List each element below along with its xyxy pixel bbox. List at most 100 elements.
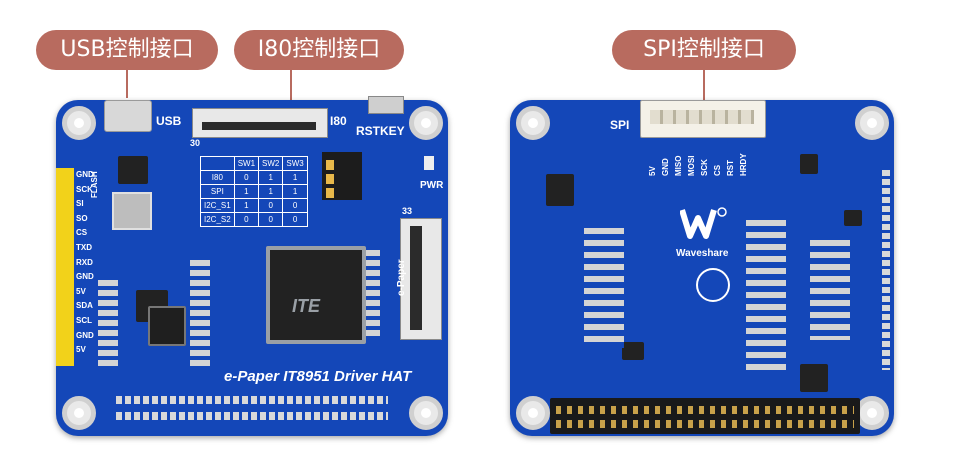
table-cell: SW2 xyxy=(258,156,284,171)
flash-chip xyxy=(118,156,148,184)
back-ic-4 xyxy=(622,342,644,360)
usb-connector xyxy=(104,100,152,132)
spi-pin-label: HRDY xyxy=(739,153,748,176)
left-pin-labels: GND SCK SI SO CS TXD RXD GND 5V SDA SCL … xyxy=(76,170,106,360)
table-cell: 1 xyxy=(282,170,308,185)
pin-label: GND xyxy=(76,330,94,340)
front-gpio-pins-row2 xyxy=(116,412,388,420)
spi-pin-label: RST xyxy=(726,160,735,176)
gpio-pin-row-2 xyxy=(556,420,854,428)
front-gpio-pins xyxy=(116,396,388,404)
back-ic-2 xyxy=(800,154,818,174)
spi-pin-label: SCK xyxy=(700,159,709,176)
spi-interface-callout: SPI控制接口 xyxy=(612,30,796,70)
back-gpio-header xyxy=(550,398,860,434)
spi-connector-pins xyxy=(650,110,754,124)
table-cell: I2C_S2 xyxy=(200,212,235,227)
usb-interface-callout: USB控制接口 xyxy=(36,30,218,70)
usb-silk-label: USB xyxy=(156,114,182,128)
back-smd-bank-center xyxy=(746,220,786,370)
spi-pin-label: GND xyxy=(661,158,670,176)
pin-label: 5V xyxy=(76,345,86,355)
table-cell: 1 xyxy=(233,184,260,199)
table-cell: 0 xyxy=(282,198,308,213)
pin-label: CS xyxy=(76,228,88,238)
crystal-oscillator xyxy=(112,192,152,230)
mount-hole-tr xyxy=(409,106,443,140)
dip-switch-lever-1 xyxy=(326,160,334,170)
pin-label: SCK xyxy=(76,184,93,194)
table-row: I80 0 1 1 xyxy=(200,170,308,185)
qc-sticker xyxy=(696,268,730,302)
mount-hole-tl xyxy=(62,106,96,140)
back-pcb-board: SPI 5V GND MISO MOSI SCK CS RST HRDY Wav… xyxy=(510,100,894,436)
table-cell: SW1 xyxy=(233,156,260,171)
table-row: I2C_S2 0 0 0 xyxy=(200,212,308,227)
back-ic-3 xyxy=(844,210,862,226)
table-cell: 0 xyxy=(233,212,260,227)
ite-logo: ITE xyxy=(292,296,321,316)
pin-label: SI xyxy=(76,199,84,209)
pin-label: GND xyxy=(76,170,94,179)
mode-switch-table: SW1 SW2 SW3 I80 0 1 1 SPI 1 1 1 I2C_S1 1… xyxy=(200,156,308,227)
i80-callout-leader xyxy=(290,70,292,112)
smd-components-right xyxy=(366,250,380,340)
spi-pin-labels: 5V GND MISO MOSI SCK CS RST HRDY xyxy=(648,140,768,184)
flash-silk-label: FLASH xyxy=(90,171,99,198)
epaper-silk-label: e-Paper xyxy=(396,259,407,296)
spi-pin-label: CS xyxy=(713,164,722,176)
table-cell: 1 xyxy=(233,198,260,213)
board-title: e-Paper IT8951 Driver HAT xyxy=(224,368,412,385)
mount-hole-tl xyxy=(516,106,550,140)
spi-pin-label: MOSI xyxy=(687,155,696,176)
table-cell: 0 xyxy=(258,198,284,213)
inductor-chip xyxy=(148,306,186,346)
table-cell: 0 xyxy=(233,170,260,185)
pin-label: SO xyxy=(76,213,88,223)
table-cell xyxy=(200,156,235,171)
waveshare-logo-icon xyxy=(679,206,730,242)
i80-silk-label: I80 xyxy=(330,114,347,128)
it8951-controller-chip: ITE xyxy=(266,246,366,344)
pin-label: RXD xyxy=(76,257,93,267)
epaper-fpc-slot xyxy=(410,226,422,330)
table-cell: SPI xyxy=(200,184,235,199)
i80-fpc-slot xyxy=(202,122,316,130)
table-cell: 1 xyxy=(258,184,284,199)
table-cell: 0 xyxy=(258,212,284,227)
pin-label: SDA xyxy=(76,301,93,311)
spi-pin-label: MISO xyxy=(674,155,683,176)
pin-label: GND xyxy=(76,272,94,282)
spi-silk-label: SPI xyxy=(610,118,630,132)
smd-components-left xyxy=(98,280,118,370)
dip-switch-lever-2 xyxy=(326,174,334,184)
table-row: I2C_S1 1 0 0 xyxy=(200,198,308,213)
gpio-pin-row-1 xyxy=(556,406,854,414)
spi-pin-label: 5V xyxy=(648,166,657,176)
mount-hole-br xyxy=(855,396,889,430)
left-pin-header xyxy=(56,168,74,366)
table-row: SPI 1 1 1 xyxy=(200,184,308,199)
table-cell: SW3 xyxy=(282,156,308,171)
pwr-silk-label: PWR xyxy=(420,180,444,191)
usb-callout-leader xyxy=(126,70,128,98)
back-smd-bank-left xyxy=(584,228,624,348)
pin-30-label: 30 xyxy=(190,138,201,148)
mount-hole-bl xyxy=(516,396,550,430)
back-smd-bank-right xyxy=(810,240,850,340)
table-header-row: SW1 SW2 SW3 xyxy=(200,156,308,171)
dip-switch-lever-3 xyxy=(326,188,334,198)
waveshare-brand-label: Waveshare xyxy=(676,248,729,259)
table-cell: 1 xyxy=(282,184,308,199)
table-cell: I80 xyxy=(200,170,235,185)
spi-callout-leader xyxy=(703,70,705,120)
mount-hole-br xyxy=(409,396,443,430)
smd-components-mid xyxy=(190,260,210,370)
pin-label: SCL xyxy=(76,315,92,325)
table-cell: 0 xyxy=(282,212,308,227)
table-cell: I2C_S1 xyxy=(200,198,235,213)
mount-hole-tr xyxy=(855,106,889,140)
back-ic-5 xyxy=(800,364,828,392)
pin-label: 5V xyxy=(76,286,86,296)
table-cell: 1 xyxy=(258,170,284,185)
